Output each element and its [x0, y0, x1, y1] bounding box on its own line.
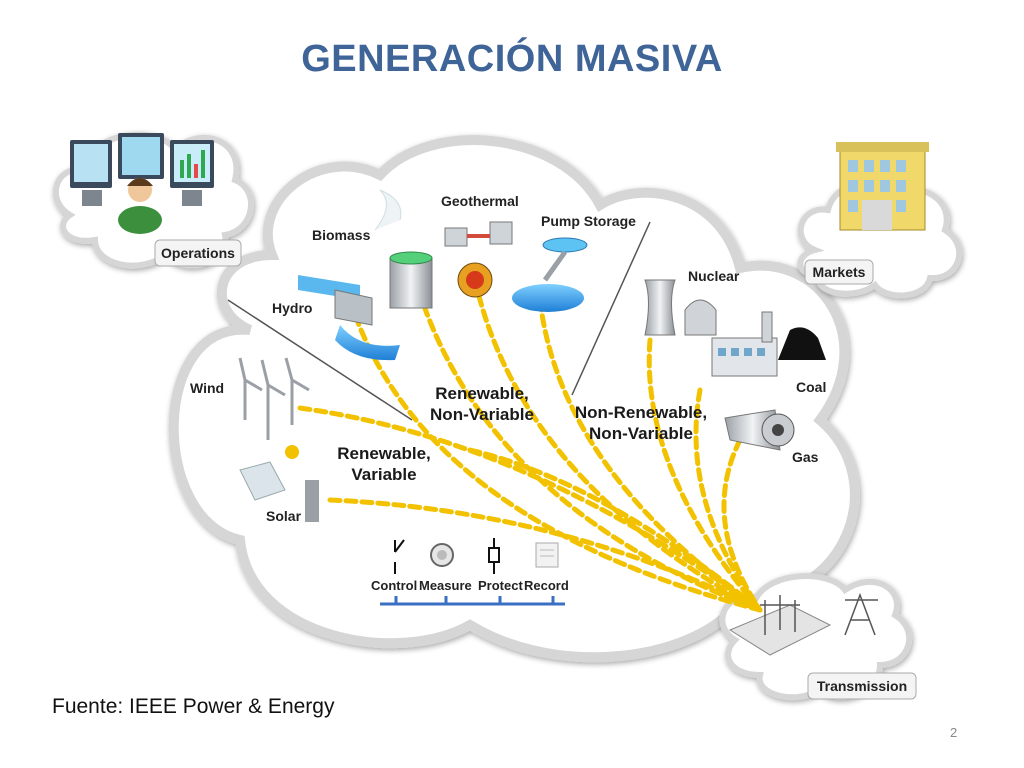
geothermal-icon: [444, 221, 513, 298]
transmission-label-box: Transmission: [807, 672, 917, 700]
communication-bus: [380, 596, 565, 606]
energy-flow-lines: [297, 257, 763, 613]
control-label: Control: [371, 578, 417, 593]
biomass-icon: [374, 189, 433, 309]
measure-label: Measure: [419, 578, 472, 593]
gas-turbine-icon: [724, 409, 795, 451]
solar-icon: [239, 445, 319, 522]
nuclear-label: Nuclear: [688, 268, 740, 284]
markets-label-box: Markets: [804, 259, 874, 285]
hydro-icon: [298, 275, 400, 361]
divider-line-left: [227, 299, 413, 421]
coal-label: Coal: [796, 379, 826, 395]
renewable-nonvariable-line2: Non-Variable: [430, 405, 534, 424]
nonrenewable-nonvariable-line2: Non-Variable: [589, 424, 693, 443]
wind-label: Wind: [190, 380, 224, 396]
hydro-label: Hydro: [272, 300, 312, 316]
page-number: 2: [950, 725, 958, 740]
markets-building-icon: [836, 142, 929, 231]
nonrenewable-nonvariable-line1: Non-Renewable,: [575, 403, 707, 422]
control-switch-icon: [394, 539, 405, 574]
transmission-label: Transmission: [817, 678, 907, 694]
operations-label-box: Operations: [154, 239, 242, 267]
operations-label: Operations: [161, 245, 235, 261]
geothermal-label: Geothermal: [441, 193, 519, 209]
markets-label: Markets: [813, 264, 866, 280]
solar-label: Solar: [266, 508, 302, 524]
pump-storage-label: Pump Storage: [541, 213, 636, 229]
record-document-icon: [535, 542, 559, 568]
coal-plant-icon: [711, 311, 826, 377]
biomass-label: Biomass: [312, 227, 371, 243]
protect-breaker-icon: [488, 538, 500, 574]
transmission-substation-icon: [728, 592, 878, 656]
measure-gauge-icon: [430, 543, 454, 567]
gas-label: Gas: [792, 449, 819, 465]
source-caption: Fuente: IEEE Power & Energy: [52, 695, 335, 718]
record-label: Record: [524, 578, 569, 593]
pump-storage-icon: [512, 237, 588, 312]
operations-icon: [70, 133, 214, 234]
protect-label: Protect: [478, 578, 523, 593]
renewable-variable-line2: Variable: [351, 465, 416, 484]
wind-turbines-icon: [238, 357, 310, 440]
renewable-variable-line1: Renewable,: [337, 444, 431, 463]
nuclear-icon: [644, 279, 717, 336]
renewable-nonvariable-line1: Renewable,: [435, 384, 529, 403]
divider-line-right: [571, 221, 651, 396]
transmission-cloud: [719, 573, 913, 701]
slide-title: GENERACIÓN MASIVA: [301, 38, 723, 80]
main-cloud: [168, 135, 860, 663]
